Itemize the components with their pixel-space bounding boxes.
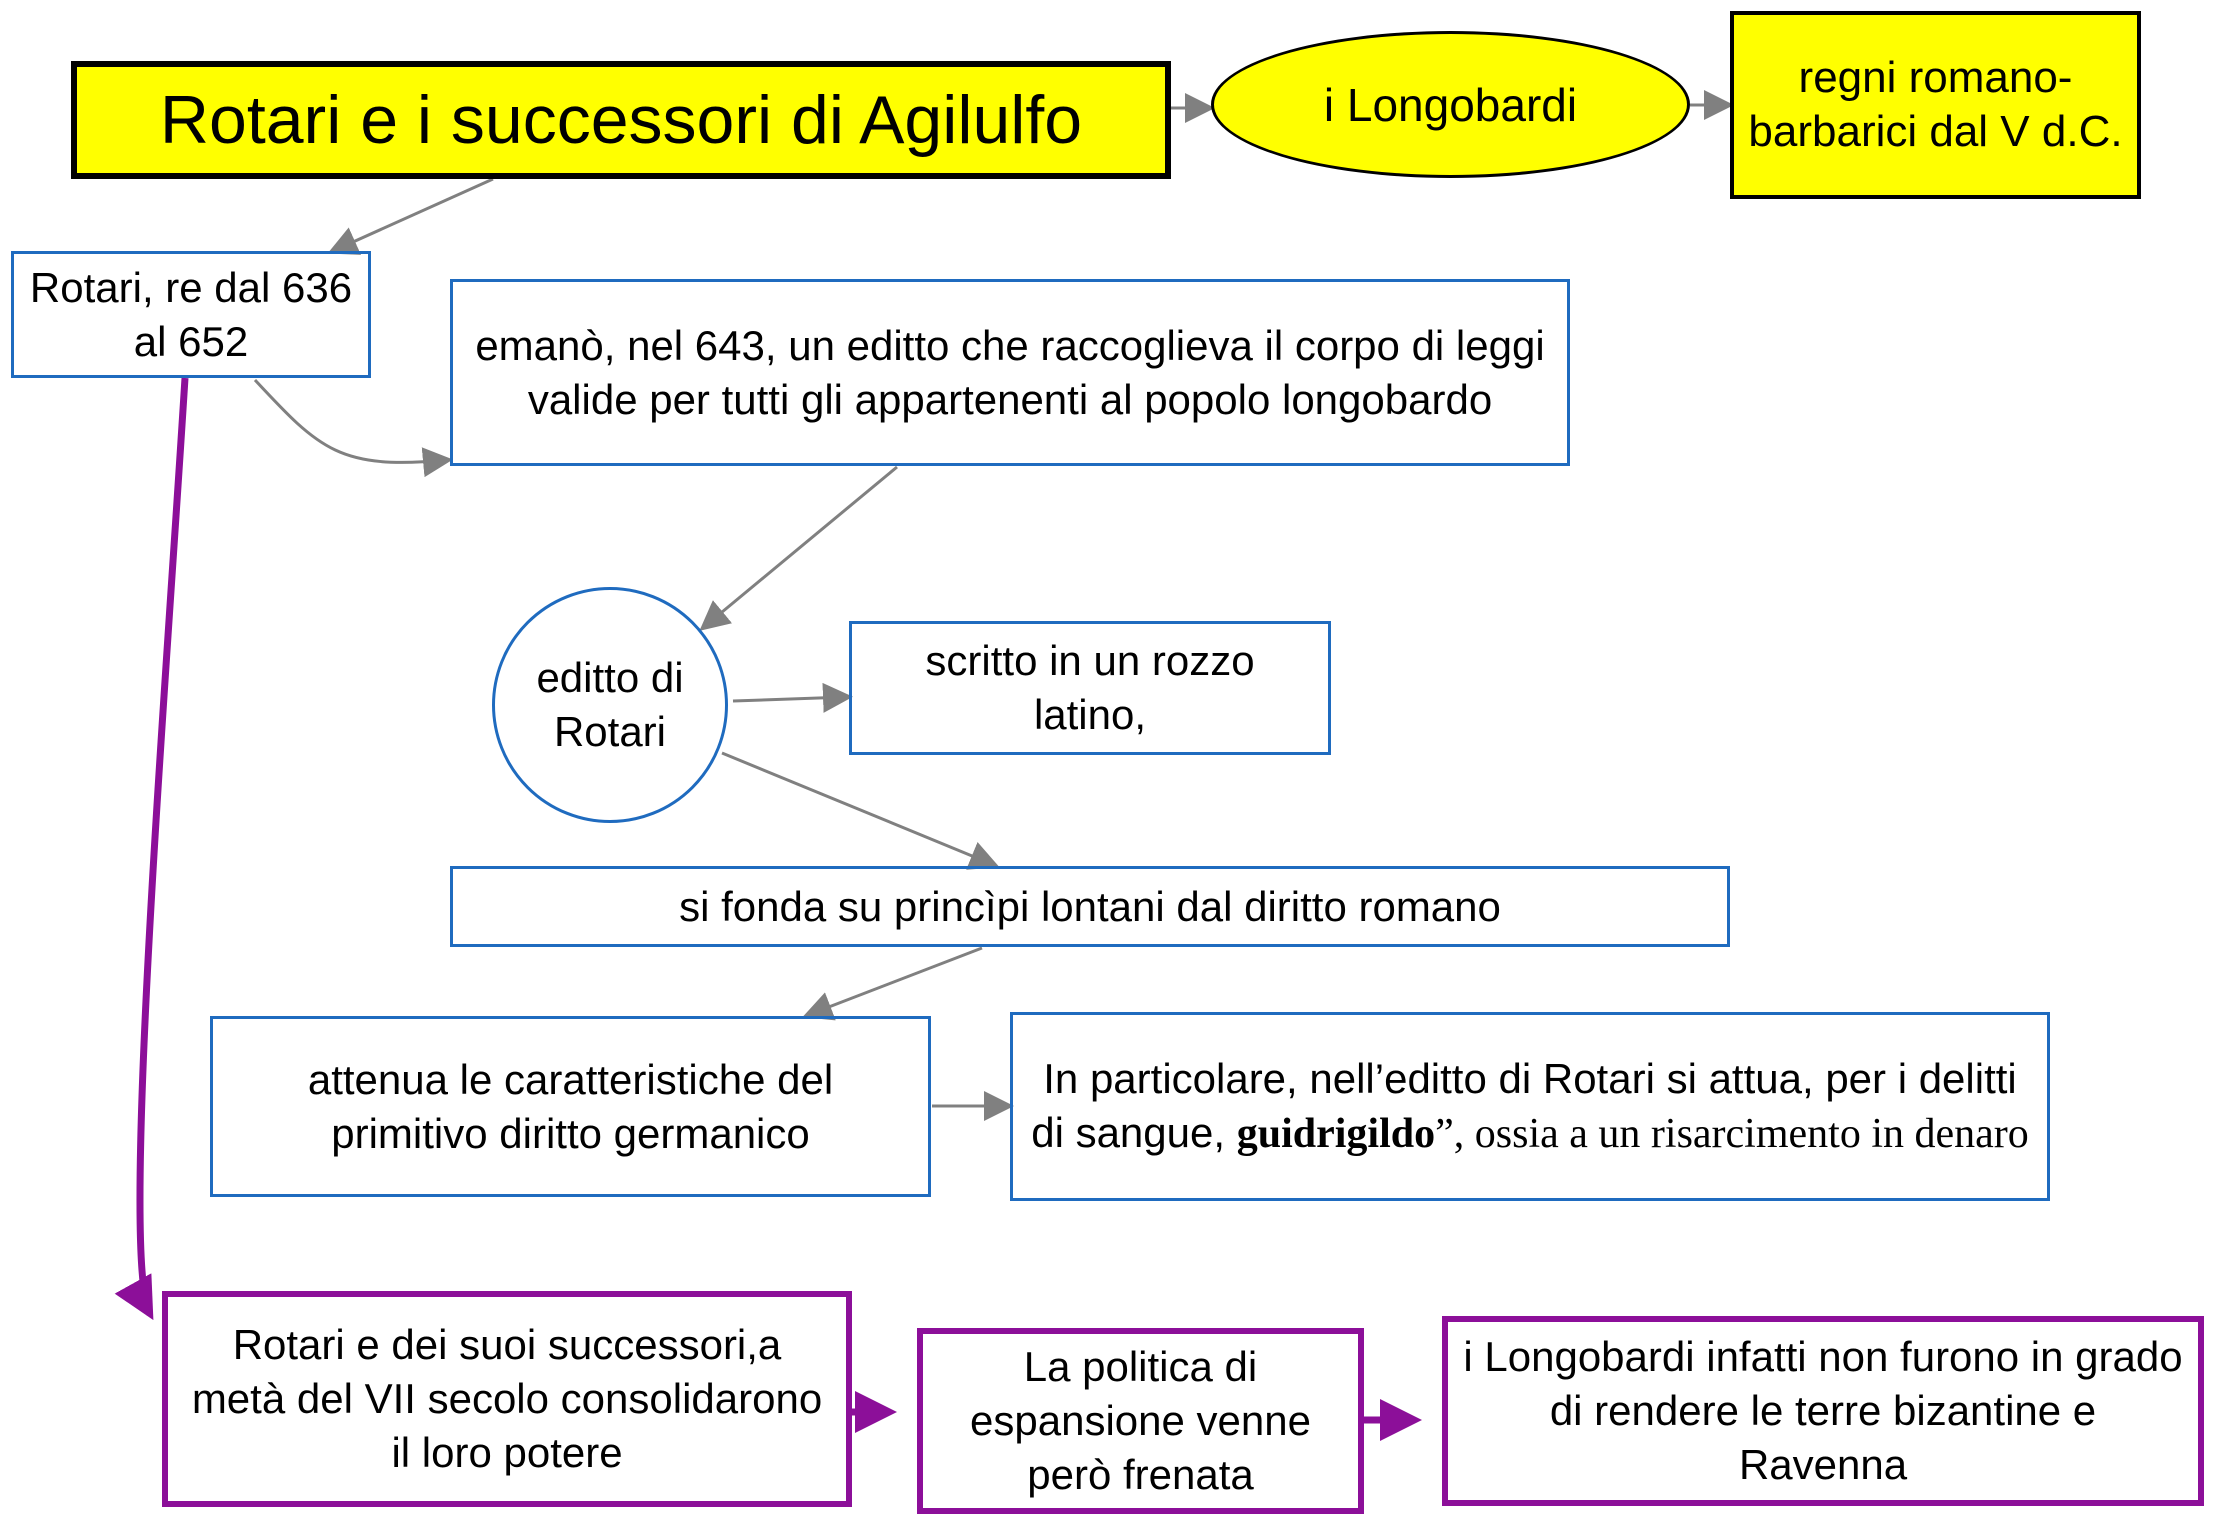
arrow-emano-editto — [699, 465, 898, 631]
attenua-box: attenua le caratteristiche del primitivo… — [210, 1016, 931, 1197]
guidrigildo-term: guidrigildo — [1236, 1111, 1436, 1157]
arrow-title-rotari — [327, 177, 494, 255]
particolare-box: In particolare, nell’editto di Rotari si… — [1010, 1012, 2050, 1201]
particolare-text-1: In particolare, nell’editto di Rotari si… — [1031, 1055, 2017, 1156]
arrow-editto-scritto — [732, 682, 853, 713]
scritto-box: scritto in un rozzo latino, — [849, 621, 1331, 755]
particolare-text-2: ”, ossia a un risarcimento in denaro — [1435, 1111, 2029, 1157]
arrow-rotari-successori — [114, 377, 189, 1321]
arrow-rotari-emano — [253, 378, 453, 478]
rotari-re-box: Rotari, re dal 636 al 652 — [11, 251, 371, 378]
emano-box: emanò, nel 643, un editto che raccogliev… — [450, 279, 1570, 466]
politica-box: La politica di espansione venne però fre… — [917, 1328, 1364, 1514]
arrow-sifonda-attenua — [802, 946, 983, 1021]
successori-box: Rotari e dei suoi successori,a metà del … — [162, 1291, 852, 1507]
si-fonda-box: si fonda su princìpi lontani dal diritto… — [450, 866, 1730, 947]
regni-box: regni romano-barbarici dal V d.C. — [1730, 11, 2141, 199]
editto-circle: editto di Rotari — [492, 587, 728, 823]
arrow-editto-sifonda — [721, 751, 1000, 870]
longobardi-ellipse: i Longobardi — [1211, 31, 1690, 178]
infatti-box: i Longobardi infatti non furono in grado… — [1442, 1316, 2204, 1506]
title-box: Rotari e i successori di Agilulfo — [71, 61, 1171, 179]
